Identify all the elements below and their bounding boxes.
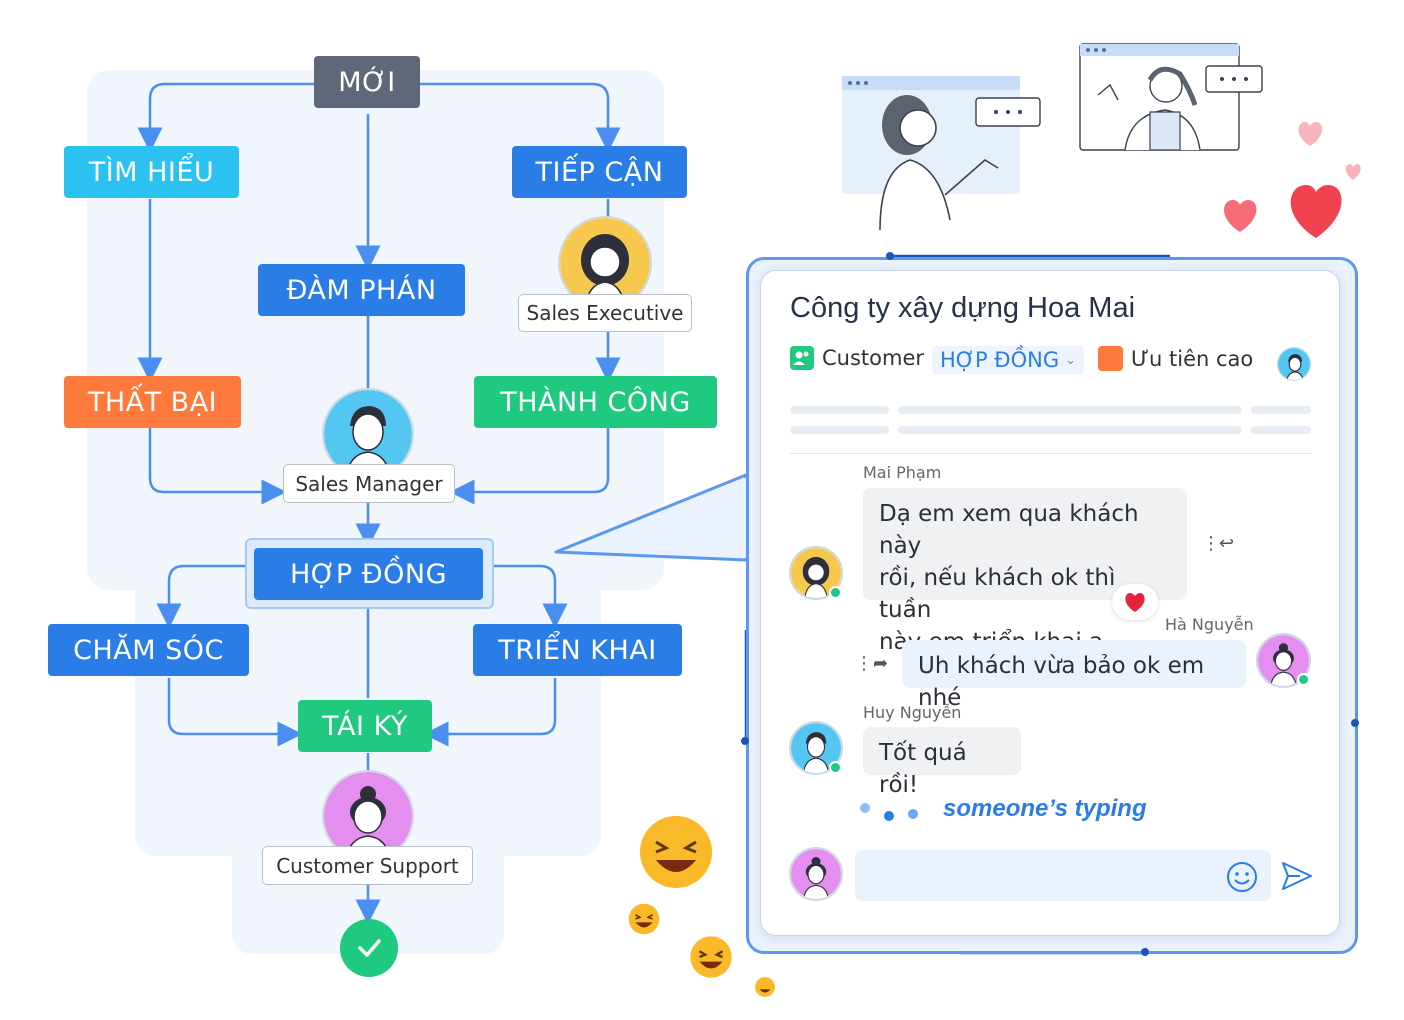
node-thanh-cong[interactable]: THÀNH CÔNG — [474, 376, 717, 428]
online-status — [1297, 673, 1310, 686]
skeleton-line — [898, 406, 1242, 414]
skeleton-line — [898, 426, 1242, 434]
message-line: Tốt quá rồi! — [879, 740, 967, 798]
message-bubble: Uh khách vừa bảo ok em nhé — [902, 640, 1246, 711]
frame-dot — [886, 252, 894, 260]
laughing-emoji-tiny-icon — [755, 977, 775, 997]
frame-dot — [1141, 948, 1149, 956]
customer-icon — [790, 346, 814, 370]
skeleton-line — [790, 406, 889, 414]
stage-select-label: HỢP ĐỒNG — [940, 348, 1060, 372]
chat-card — [760, 270, 1340, 936]
sales-manager-tag: Sales Manager — [283, 464, 455, 503]
priority-label: Ưu tiên cao — [1131, 346, 1254, 371]
frame-dot — [741, 737, 749, 745]
message-line: Uh khách vừa bảo ok em nhé — [918, 653, 1205, 711]
node-trien-khai[interactable]: TRIỂN KHAI — [473, 624, 682, 676]
header-divider — [790, 453, 1311, 454]
message-bubble: Dạ em xem qua khách này rồi, nếu khách o… — [863, 488, 1187, 655]
customer-type: Customer — [790, 346, 924, 370]
sales-executive-tag: Sales Executive — [518, 294, 692, 332]
send-icon[interactable] — [1280, 860, 1314, 892]
online-status — [829, 761, 842, 774]
message-sender: Huy Nguyễn — [863, 703, 962, 722]
typing-indicator-text: someone’s typing — [943, 795, 1147, 822]
online-status — [829, 586, 842, 599]
chevron-down-icon: ⌄ — [1065, 352, 1076, 368]
stage-select[interactable]: HỢP ĐỒNG ⌄ — [932, 346, 1084, 374]
frame-dot — [1351, 719, 1359, 727]
heart-reaction[interactable] — [1112, 584, 1158, 620]
node-tim-hieu[interactable]: TÌM HIỂU — [64, 146, 239, 198]
more-icon[interactable]: ⋮ — [855, 653, 877, 674]
message-line: rồi, nếu khách ok thì tuần — [879, 565, 1116, 623]
node-tai-ky[interactable]: TÁI KÝ — [298, 700, 432, 752]
heart-icon — [1125, 593, 1145, 612]
typing-dot — [884, 811, 894, 821]
node-that-bai[interactable]: THẤT BẠI — [64, 376, 241, 428]
skeleton-line — [790, 426, 889, 434]
node-hop-dong[interactable]: HỢP ĐỒNG — [254, 548, 483, 600]
node-cham-soc[interactable]: CHĂM SÓC — [48, 624, 249, 676]
priority: Ưu tiên cao — [1098, 346, 1253, 371]
chat-title: Công ty xây dựng Hoa Mai — [790, 292, 1136, 324]
mai-pham-avatar — [789, 546, 843, 600]
message-bubble: Tốt quá rồi! — [863, 727, 1021, 798]
huy-nguyen-avatar — [789, 721, 843, 775]
reply-icon[interactable]: ↩ — [1219, 533, 1239, 554]
more-icon[interactable]: ⋮ — [1202, 533, 1224, 554]
laughing-emoji-small-icon — [628, 903, 660, 935]
customer-support-tag: Customer Support — [262, 846, 473, 885]
node-dam-phan[interactable]: ĐÀM PHÁN — [258, 264, 465, 316]
typing-dot — [908, 809, 918, 819]
skeleton-line — [1251, 426, 1311, 434]
node-tiep-can[interactable]: TIẾP CẬN — [512, 146, 687, 198]
message-sender: Mai Phạm — [863, 463, 942, 482]
priority-icon — [1098, 346, 1123, 371]
typing-dot — [860, 803, 870, 813]
assignee-avatar[interactable] — [1277, 347, 1311, 381]
message-sender: Hà Nguyễn — [1165, 615, 1254, 634]
current-user-avatar — [789, 847, 843, 901]
forward-icon[interactable]: ➦ — [873, 653, 893, 674]
message-line: Dạ em xem qua khách này — [879, 501, 1139, 559]
skeleton-line — [1251, 406, 1311, 414]
sales-executive-avatar — [558, 216, 652, 310]
laughing-emoji-medium-icon — [690, 936, 732, 978]
smile-icon[interactable] — [1226, 861, 1258, 893]
message-input[interactable] — [855, 850, 1271, 901]
customer-type-label: Customer — [822, 346, 925, 370]
node-moi[interactable]: MỚI — [314, 56, 420, 108]
check-icon — [340, 919, 398, 977]
laughing-emoji-icon — [640, 816, 712, 888]
